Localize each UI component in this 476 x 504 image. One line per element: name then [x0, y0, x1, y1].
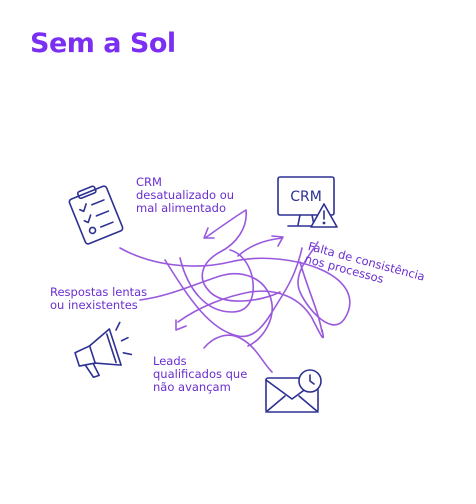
- mail-clock-icon: [265, 369, 322, 413]
- clipboard-checklist-icon: [68, 185, 124, 245]
- monitor-crm-text: CRM: [290, 189, 322, 205]
- tangled-lines: [119, 209, 351, 373]
- label-respostas-lentas: Respostas lentas ou inexistentes: [50, 285, 148, 312]
- megaphone-icon: [74, 321, 133, 379]
- monitor-crm-warning-icon: [277, 176, 338, 228]
- brand-title: Sem a Sol: [30, 28, 176, 59]
- label-leads-qualificados: Leads qualificados que não avançam: [153, 354, 248, 394]
- arrowheads: [175, 227, 284, 331]
- label-crm-desatualizado: CRM desatualizado ou mal alimentado: [136, 175, 235, 215]
